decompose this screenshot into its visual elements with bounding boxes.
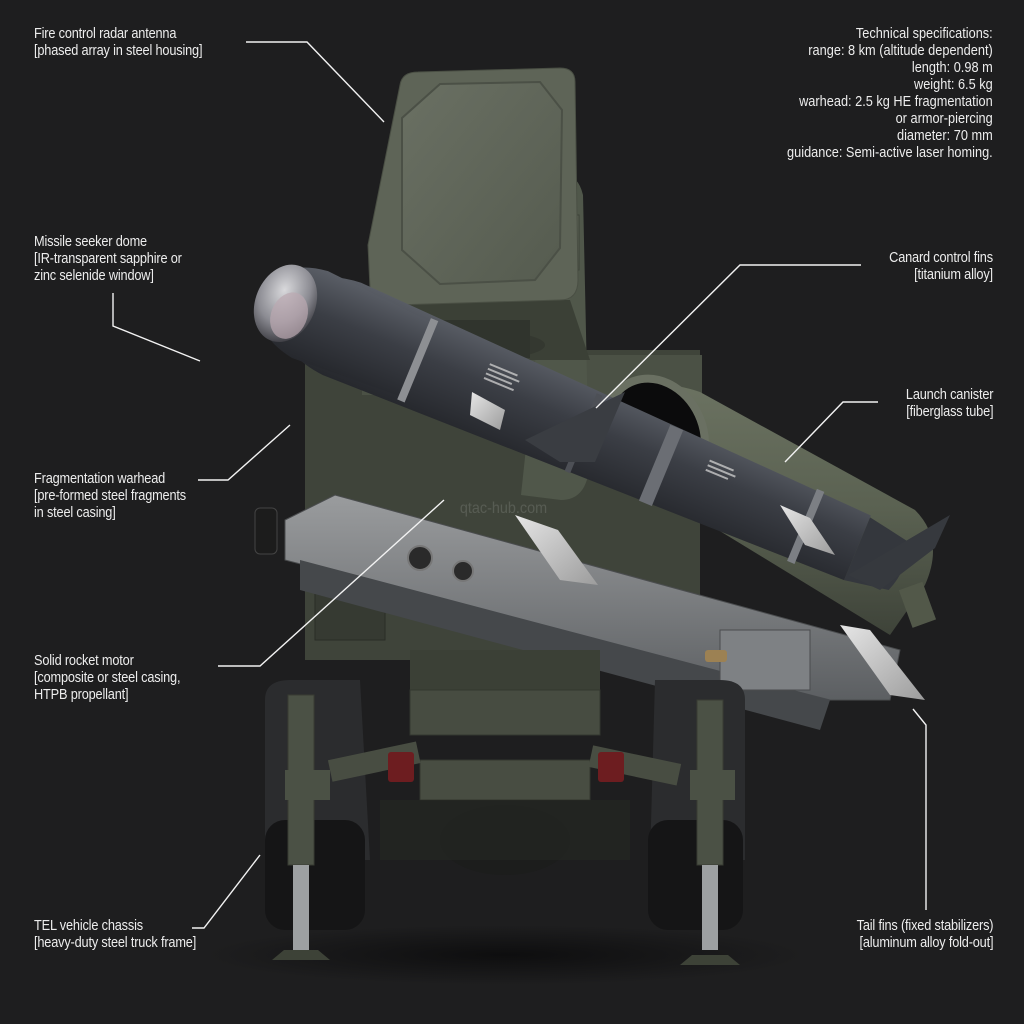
callout-canard: Canard control fins [titanium alloy] xyxy=(889,250,993,284)
watermark: qtac-hub.com xyxy=(459,500,548,517)
specs-title: Technical specifications: xyxy=(856,26,993,42)
leader-seeker xyxy=(112,293,201,362)
spec-warhead-alt: or armor-piercing xyxy=(895,111,993,127)
callout-warhead-detail-1: [pre-formed steel fragments xyxy=(34,488,186,504)
callout-chassis: TEL vehicle chassis [heavy-duty steel tr… xyxy=(34,918,196,952)
spec-weight: weight: 6.5 kg xyxy=(914,77,993,93)
callout-tail-detail: [aluminum alloy fold-out] xyxy=(859,935,993,951)
callout-canister: Launch canister [fiberglass tube] xyxy=(905,387,994,421)
callout-warhead-detail-2: in steel casing] xyxy=(34,505,116,521)
spec-range: range: 8 km (altitude dependent) xyxy=(808,43,993,59)
ground-shadow xyxy=(205,925,805,985)
technical-specifications: Technical specifications: range: 8 km (a… xyxy=(787,26,993,162)
callout-chassis-detail: [heavy-duty steel truck frame] xyxy=(34,935,197,951)
callout-radar: Fire control radar antenna [phased array… xyxy=(34,26,203,60)
callout-motor-title: Solid rocket motor xyxy=(34,653,134,669)
tail-fin-rear xyxy=(780,505,835,555)
callout-motor: Solid rocket motor [composite or steel c… xyxy=(34,653,180,704)
canard-fin-rear xyxy=(470,392,505,430)
callout-radar-detail: [phased array in steel housing] xyxy=(34,43,203,59)
leader-canard xyxy=(595,264,861,409)
callout-canister-title: Launch canister xyxy=(905,387,994,403)
leader-canister xyxy=(784,401,878,463)
leader-lines xyxy=(112,41,927,929)
tail-fin-lower xyxy=(840,625,925,700)
callout-chassis-title: TEL vehicle chassis xyxy=(34,918,143,934)
callout-motor-detail-2: HTPB propellant] xyxy=(34,687,129,703)
callout-seeker-detail-2: zinc selenide window] xyxy=(34,268,154,284)
callout-radar-title: Fire control radar antenna xyxy=(34,26,177,42)
leader-chassis xyxy=(192,854,261,929)
tail-fin-upper xyxy=(848,515,950,590)
callout-tail-title: Tail fins (fixed stabilizers) xyxy=(856,918,993,934)
callout-seeker-title: Missile seeker dome xyxy=(34,234,147,250)
spec-warhead: warhead: 2.5 kg HE fragmentation xyxy=(799,94,993,110)
callout-seeker: Missile seeker dome [IR-transparent sapp… xyxy=(34,234,182,285)
leader-radar xyxy=(246,41,385,123)
callout-motor-detail-1: [composite or steel casing, xyxy=(34,670,181,686)
leader-tail xyxy=(912,708,927,910)
canard-fin-upper xyxy=(525,392,625,462)
spec-guidance: guidance: Semi-active laser homing. xyxy=(787,145,993,161)
callout-warhead-title: Fragmentation warhead xyxy=(34,471,166,487)
callout-warhead: Fragmentation warhead [pre-formed steel … xyxy=(34,471,186,522)
spec-length: length: 0.98 m xyxy=(912,60,993,76)
vehicle-chassis xyxy=(265,650,745,965)
callout-canister-detail: [fiberglass tube] xyxy=(905,404,993,420)
spec-diameter: diameter: 70 mm xyxy=(897,128,993,144)
canard-fin-lower xyxy=(515,515,598,585)
callout-canard-detail: [titanium alloy] xyxy=(914,267,993,283)
leader-motor xyxy=(218,499,445,667)
callout-tail: Tail fins (fixed stabilizers) [aluminum … xyxy=(856,918,993,952)
callout-canard-title: Canard control fins xyxy=(889,250,993,266)
callout-seeker-detail-1: [IR-transparent sapphire or xyxy=(34,251,182,267)
leader-warhead xyxy=(198,424,291,481)
